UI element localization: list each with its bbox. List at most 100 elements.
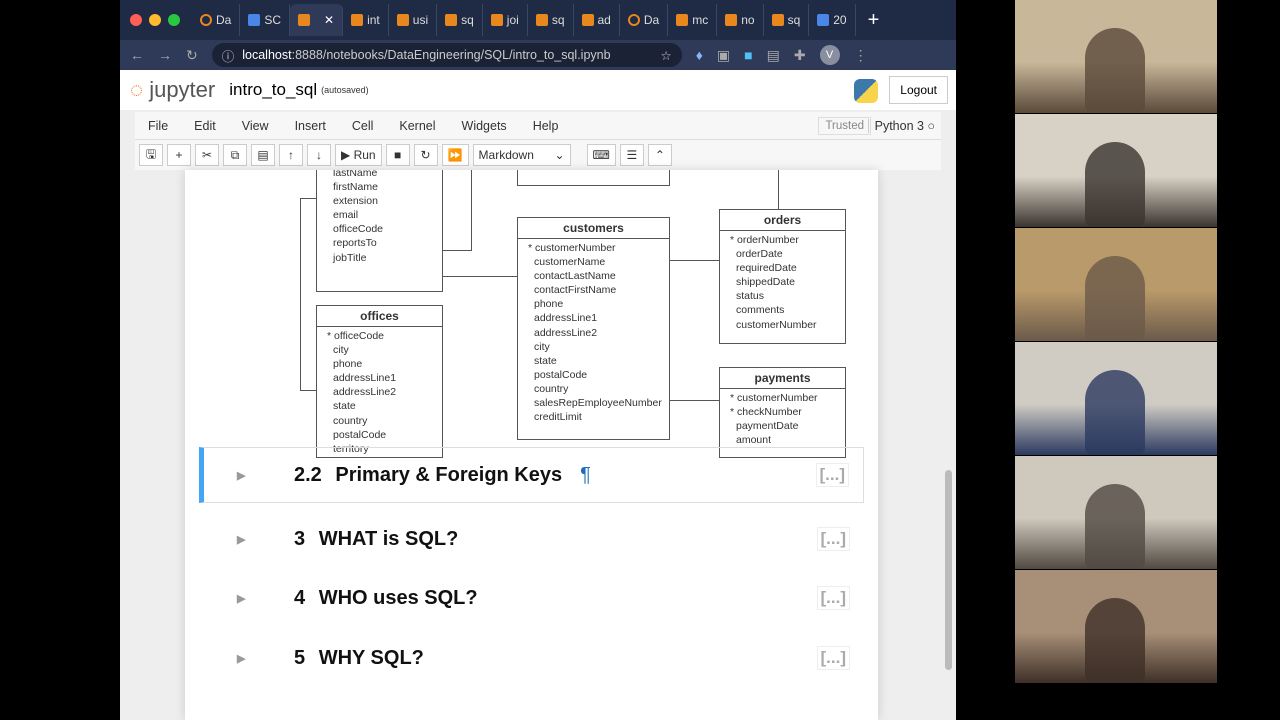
- section-title: Primary & Foreign Keys: [335, 463, 563, 486]
- browser-tab[interactable]: ✕: [290, 4, 344, 36]
- notebook-icon: [490, 14, 503, 26]
- expand-caret-icon[interactable]: ▶: [237, 533, 246, 546]
- scrollbar[interactable]: [945, 470, 952, 670]
- participant-video[interactable]: [1015, 228, 1217, 341]
- close-window-button[interactable]: [130, 14, 142, 26]
- maximize-window-button[interactable]: [168, 14, 180, 26]
- section-heading: 3 WHAT is SQL?: [294, 528, 458, 551]
- menu-help[interactable]: Help: [532, 118, 559, 133]
- menu-insert[interactable]: Insert: [294, 118, 326, 133]
- minimize-window-button[interactable]: [149, 14, 161, 26]
- browser-tab[interactable]: Da: [620, 4, 669, 36]
- forward-icon[interactable]: →: [158, 47, 172, 63]
- entity-field: customerName: [534, 256, 606, 269]
- notebook-icon: [676, 14, 689, 26]
- close-tab-icon[interactable]: ✕: [324, 13, 335, 27]
- cell-type-value: Markdown: [478, 148, 534, 162]
- markdown-heading-cell[interactable]: ▶5 WHY SQL?[...]: [199, 630, 864, 686]
- extension-icon[interactable]: ■: [744, 47, 753, 63]
- entity-field: addressLine1: [333, 372, 397, 385]
- logout-button[interactable]: Logout: [889, 76, 948, 104]
- move-down-icon[interactable]: ↓: [307, 144, 331, 166]
- browser-tab[interactable]: 20: [809, 4, 856, 36]
- section-number: 2.2: [294, 463, 322, 486]
- browser-tab[interactable]: mc: [668, 4, 718, 36]
- menu-cell[interactable]: Cell: [351, 118, 374, 133]
- browser-tab[interactable]: ad: [574, 4, 620, 36]
- participant-video[interactable]: [1015, 114, 1217, 227]
- entity-field: extension: [333, 195, 378, 208]
- extension-icon[interactable]: ♦: [695, 47, 703, 63]
- markdown-heading-cell[interactable]: ▶ 3 WHAT is SQL? [...]: [199, 511, 864, 567]
- back-icon[interactable]: ←: [130, 47, 144, 63]
- browser-tab[interactable]: SC: [240, 4, 291, 36]
- menu-widgets[interactable]: Widgets: [461, 118, 507, 133]
- markdown-heading-cell[interactable]: ▶4 WHO uses SQL?[...]: [199, 570, 864, 626]
- menu-kernel[interactable]: Kernel: [399, 118, 436, 133]
- reload-icon[interactable]: ↻: [186, 46, 198, 63]
- browser-tab[interactable]: int: [343, 4, 389, 36]
- entity-field: * customerNumber: [730, 392, 818, 404]
- participant-video[interactable]: [1015, 0, 1217, 113]
- kernel-indicator: Python 3 ○: [867, 118, 935, 133]
- keyboard-icon[interactable]: ⌨: [586, 144, 616, 166]
- restart-icon[interactable]: ↻: [413, 144, 438, 166]
- autosave-status: (autosaved): [321, 85, 369, 95]
- tab-label: sq: [461, 13, 474, 27]
- paste-icon[interactable]: ▤: [251, 144, 275, 166]
- menu-edit[interactable]: Edit: [194, 118, 216, 133]
- save-icon[interactable]: 🖫: [139, 144, 163, 166]
- relationship-line: [300, 198, 301, 390]
- extension-icon[interactable]: ▣: [716, 46, 731, 63]
- expand-caret-icon[interactable]: ▶: [237, 469, 246, 482]
- fast-forward-icon[interactable]: ⏩: [441, 144, 469, 166]
- info-icon: ⓘ: [221, 49, 235, 64]
- participant-video[interactable]: [1015, 570, 1217, 683]
- collapse-icon[interactable]: ⌃: [647, 144, 672, 166]
- add-cell-icon[interactable]: +: [167, 144, 191, 166]
- run-button[interactable]: ▶ Run: [335, 144, 382, 166]
- trusted-indicator[interactable]: Trusted: [818, 116, 871, 135]
- menu-file[interactable]: File: [148, 118, 169, 133]
- browser-tab[interactable]: sq: [437, 4, 483, 36]
- expand-caret-icon[interactable]: ▶: [237, 652, 246, 665]
- browser-tab[interactable]: Da: [192, 4, 241, 36]
- relationship-line: [471, 170, 472, 251]
- expand-caret-icon[interactable]: ▶: [237, 592, 246, 605]
- menu-view[interactable]: View: [241, 118, 269, 133]
- browser-tab[interactable]: no: [717, 4, 764, 36]
- section-number: 4: [294, 586, 306, 609]
- browser-tab[interactable]: sq: [528, 4, 574, 36]
- profile-avatar[interactable]: V: [819, 45, 840, 65]
- jupyter-logo[interactable]: ◌ jupyter: [130, 77, 216, 102]
- markdown-heading-cell[interactable]: ▶ 2.2 Primary & Foreign Keys ¶ [...]: [199, 447, 864, 503]
- stop-icon[interactable]: ■: [385, 144, 410, 166]
- browser-tab[interactable]: joi: [483, 4, 528, 36]
- list-icon[interactable]: ☰: [619, 144, 644, 166]
- new-tab-button[interactable]: +: [867, 8, 880, 31]
- collapsed-indicator[interactable]: [...]: [816, 586, 850, 610]
- tab-label: Da: [216, 13, 232, 27]
- more-menu-icon[interactable]: ⋮: [853, 46, 868, 63]
- extension-icon[interactable]: ▤: [766, 46, 780, 63]
- cut-icon[interactable]: ✂: [195, 144, 219, 166]
- collapsed-indicator[interactable]: [...]: [815, 463, 849, 487]
- anchor-link[interactable]: ¶: [580, 463, 591, 486]
- browser-tab[interactable]: usi: [389, 4, 438, 36]
- copy-icon[interactable]: ⧉: [223, 144, 247, 166]
- extensions-puzzle-icon[interactable]: ✚: [793, 46, 806, 63]
- collapsed-indicator[interactable]: [...]: [816, 527, 850, 551]
- notebook-name[interactable]: intro_to_sql: [229, 80, 318, 99]
- tab-label: joi: [506, 13, 519, 27]
- bookmark-star-icon[interactable]: ☆: [660, 48, 672, 63]
- url-host: localhost: [242, 48, 292, 62]
- cell-type-select[interactable]: Markdown⌄: [472, 144, 571, 166]
- browser-tab[interactable]: sq: [764, 4, 810, 36]
- move-up-icon[interactable]: ↑: [279, 144, 303, 166]
- collapsed-indicator[interactable]: [...]: [816, 646, 850, 670]
- participant-video[interactable]: [1015, 456, 1217, 569]
- participant-video[interactable]: [1015, 342, 1217, 455]
